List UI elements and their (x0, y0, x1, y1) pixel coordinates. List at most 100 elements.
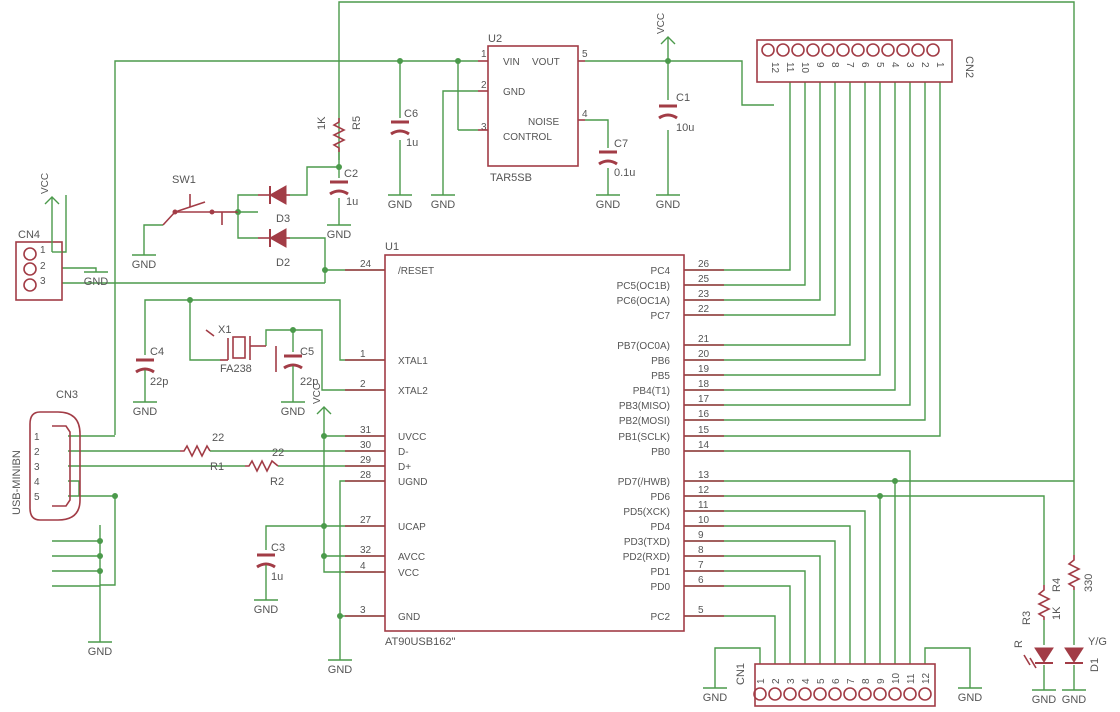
gnd-label: GND (656, 199, 681, 211)
cn2-pin-num: 3 (904, 62, 915, 68)
svg-text:D2: D2 (276, 257, 290, 269)
svg-text:0.1u: 0.1u (614, 167, 635, 179)
cn2-pin-num: 1 (934, 62, 945, 68)
cn1-pin (798, 687, 812, 701)
cn2-pin (806, 43, 820, 57)
svg-text:2: 2 (40, 261, 46, 272)
vcc-label: VCC (312, 383, 323, 404)
cn2-pin-num: 12 (769, 62, 780, 74)
u1-pin-num: 2 (360, 379, 366, 390)
r1-resistor: 22 R1 (180, 432, 224, 473)
cn1-pin-num: 7 (846, 678, 857, 684)
u1-pin-name: PD5(XCK) (623, 507, 670, 518)
u2-part: TAR5SB (490, 172, 532, 184)
r3-resistor: R3 1K (1021, 585, 1063, 625)
svg-text:1: 1 (40, 245, 46, 256)
cn1-pin (888, 687, 902, 701)
svg-text:1u: 1u (271, 571, 283, 583)
u1-pin-num: 17 (698, 394, 710, 405)
gnd-label: GND (328, 664, 353, 676)
cn2-pin-num: 8 (829, 62, 840, 68)
svg-text:10u: 10u (676, 122, 694, 134)
svg-text:R5: R5 (351, 116, 363, 130)
cn2-pin-num: 9 (814, 62, 825, 68)
u1-pin-name: PB0 (651, 447, 670, 458)
gnd-label: GND (84, 276, 109, 288)
svg-text:22: 22 (212, 432, 224, 444)
u1-pin-num: 11 (698, 500, 709, 511)
gnd-label: GND (431, 199, 456, 211)
svg-text:D1: D1 (1089, 658, 1101, 672)
u1-pin-num: 6 (698, 575, 704, 586)
d2-diode: D2 (258, 228, 290, 269)
svg-text:5: 5 (582, 49, 588, 60)
svg-text:C5: C5 (300, 346, 314, 358)
u1-pin-name: PB5 (651, 371, 670, 382)
u1-pin-name: PD2(RXD) (623, 552, 670, 563)
cn2-pin (791, 43, 805, 57)
svg-text:VOUT: VOUT (532, 57, 560, 68)
u1-pin-num: 18 (698, 379, 710, 390)
u1-pin-num: 8 (698, 545, 704, 556)
cn1-pin (753, 687, 767, 701)
gnd-label: GND (327, 229, 352, 241)
cn1-pin (903, 687, 917, 701)
cn2-pin-num: 7 (844, 62, 855, 68)
u1-pin-name: D- (398, 447, 409, 458)
cn2-pin (926, 43, 940, 57)
gnd-label: GND (1032, 694, 1057, 706)
svg-text:C7: C7 (614, 138, 628, 150)
cn1-pin-num: 11 (906, 673, 917, 684)
sw1-switch: SW1 (162, 174, 238, 226)
u1-pin-name: XTAL1 (398, 356, 428, 367)
u1-pin-num: 20 (698, 349, 710, 360)
cn2-pin (776, 43, 790, 57)
u1-mcu: U1 AT90USB162" 24/RESET1XTAL12XTAL231UVC… (345, 241, 724, 648)
d1-led: Y/G D1 (1064, 636, 1107, 672)
gnd-label: GND (703, 692, 728, 704)
u1-pin-name: PD3(TXD) (624, 537, 670, 548)
svg-text:VIN: VIN (503, 57, 520, 68)
u1-pin-num: 3 (360, 605, 366, 616)
u1-pin-name: PC2 (651, 612, 671, 623)
svg-text:22p: 22p (300, 376, 318, 388)
cn1-pin (873, 687, 887, 701)
c6-capacitor: C6 1u (390, 108, 418, 149)
u1-pin-name: PD7(/HWB) (618, 477, 670, 488)
u1-pin-name: PB4(T1) (633, 386, 670, 397)
cn2-pin-num: 2 (919, 62, 930, 68)
svg-text:GND: GND (503, 87, 525, 98)
u1-part: AT90USB162" (385, 636, 455, 648)
svg-text:4: 4 (582, 109, 588, 120)
u1-pin-name: PB3(MISO) (619, 401, 670, 412)
cn2-pin (896, 43, 910, 57)
cn1-pin (828, 687, 842, 701)
svg-text:330: 330 (1083, 574, 1095, 592)
gnd-label: GND (254, 604, 279, 616)
u1-pin-num: 30 (360, 440, 372, 451)
svg-text:1u: 1u (346, 196, 358, 208)
u1-pin-name: PB7(OC0A) (617, 341, 670, 352)
svg-text:R1: R1 (210, 461, 224, 473)
gnd-label: GND (88, 646, 113, 658)
u1-pin-name: GND (398, 612, 420, 623)
gnd-label: GND (132, 259, 157, 271)
svg-text:3: 3 (40, 276, 46, 287)
svg-text:5: 5 (34, 492, 40, 503)
svg-text:CONTROL: CONTROL (503, 132, 552, 143)
u1-pin-num: 25 (698, 274, 710, 285)
cn1-pin-num: 8 (861, 678, 872, 684)
r4-resistor: R4 330 (1051, 555, 1095, 592)
u1-pin-num: 13 (698, 470, 710, 481)
u1-pin-num: 22 (698, 304, 710, 315)
u1-pin-name: PD1 (651, 567, 671, 578)
cn1-pin (843, 687, 857, 701)
cn1-pin-num: 1 (756, 678, 767, 684)
svg-text:C1: C1 (676, 92, 690, 104)
u1-pin-name: AVCC (398, 552, 425, 563)
u1-pin-num: 24 (360, 259, 372, 270)
u1-pin-name: VCC (398, 568, 419, 579)
svg-text:R4: R4 (1051, 578, 1063, 592)
